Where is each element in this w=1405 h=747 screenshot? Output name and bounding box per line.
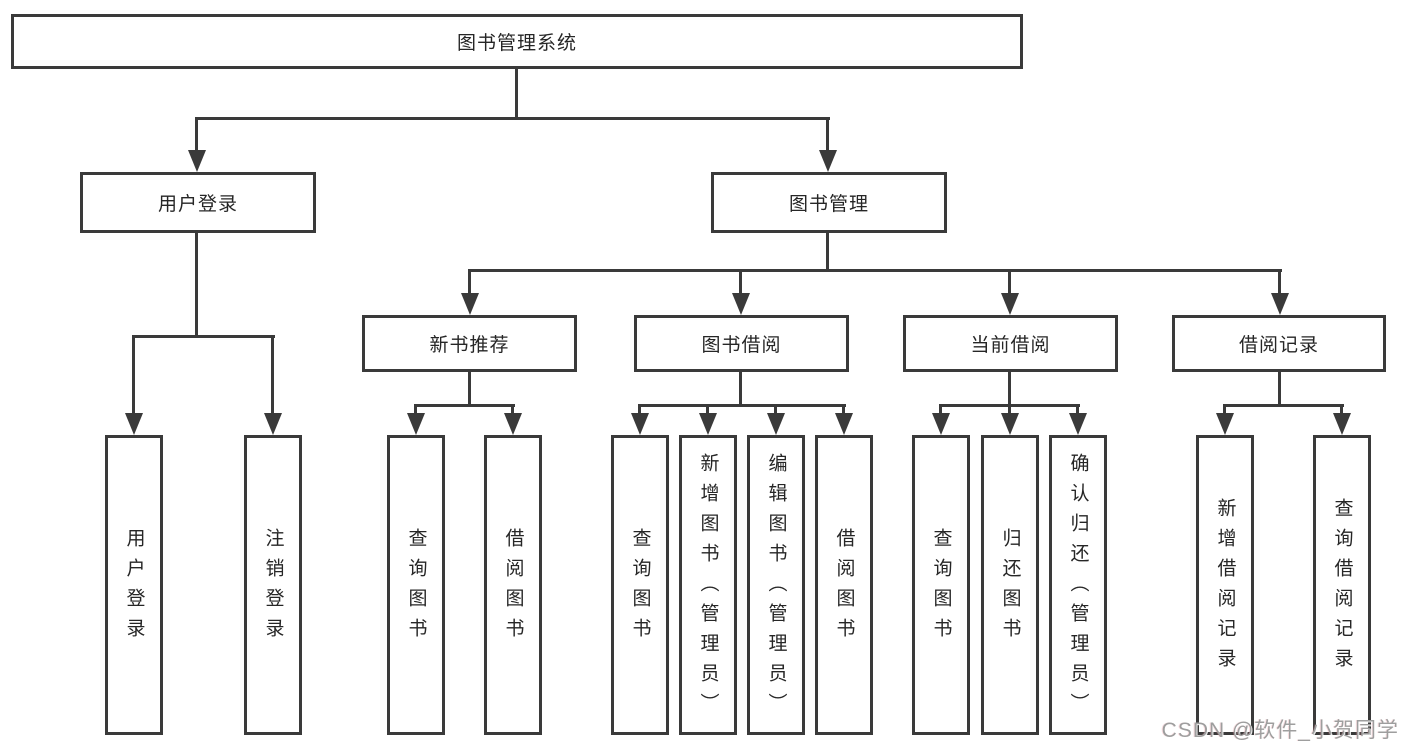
leaf-logout-label: 注销登录 [262,528,284,648]
arrow-down-icon [1069,413,1087,435]
leaf-user-login: 用户登录 [105,435,163,735]
leaf-cb-query-books: 查询图书 [912,435,970,735]
connector-vline [706,404,709,416]
node-current-borrow-label: 当前借阅 [970,335,1051,356]
leaf-cb-return-books-label: 归还图书 [999,528,1021,648]
connector-vline [1076,404,1079,416]
node-new-book-rec-label: 新书推荐 [429,335,510,356]
connector-hline [638,404,846,407]
connector-vline [271,335,274,415]
node-book-mgmt-label: 图书管理 [788,194,869,215]
connector-vline [511,404,514,416]
leaf-bb-borrow-books-label: 借阅图书 [833,528,855,648]
node-borrow-record: 借阅记录 [1172,315,1386,372]
arrow-down-icon [631,413,649,435]
leaf-cb-confirm-return-label: 确认归还（管理员） [1067,453,1089,723]
arrow-down-icon [732,293,750,315]
arrow-down-icon [699,413,717,435]
connector-vline [515,67,518,119]
arrow-down-icon [407,413,425,435]
leaf-br-query-record: 查询借阅记录 [1313,435,1371,735]
node-book-borrow-label: 图书借阅 [701,335,782,356]
connector-vline [1008,269,1011,296]
leaf-nb-query-books-label: 查询图书 [405,528,427,648]
leaf-bb-query-books-label: 查询图书 [629,528,651,648]
arrow-down-icon [1001,413,1019,435]
leaf-br-add-record: 新增借阅记录 [1196,435,1254,735]
arrow-down-icon [188,150,206,172]
arrow-down-icon [1001,293,1019,315]
arrow-down-icon [932,413,950,435]
leaf-bb-query-books: 查询图书 [611,435,669,735]
leaf-br-add-record-label: 新增借阅记录 [1214,498,1236,678]
arrow-down-icon [504,413,522,435]
arrow-down-icon [1271,293,1289,315]
connector-vline [468,370,471,407]
node-user-login: 用户登录 [80,172,316,233]
connector-vline [195,231,198,337]
connector-vline [826,117,829,153]
node-book-borrow: 图书借阅 [634,315,849,372]
node-new-book-rec: 新书推荐 [362,315,577,372]
leaf-nb-borrow-books: 借阅图书 [484,435,542,735]
connector-hline [468,269,1282,272]
connector-vline [1340,404,1343,416]
connector-vline [739,370,742,407]
leaf-bb-edit-books: 编辑图书（管理员） [747,435,805,735]
leaf-br-query-record-label: 查询借阅记录 [1331,498,1353,678]
leaf-bb-add-books: 新增图书（管理员） [679,435,737,735]
node-borrow-record-label: 借阅记录 [1238,335,1319,356]
arrow-down-icon [264,413,282,435]
connector-vline [414,404,417,416]
connector-vline [842,404,845,416]
node-root: 图书管理系统 [11,14,1023,69]
leaf-cb-query-books-label: 查询图书 [930,528,952,648]
arrow-down-icon [835,413,853,435]
connector-vline [132,335,135,415]
leaf-nb-borrow-books-label: 借阅图书 [502,528,524,648]
leaf-bb-edit-books-label: 编辑图书（管理员） [765,453,787,723]
node-user-login-label: 用户登录 [157,194,238,215]
leaf-logout: 注销登录 [244,435,302,735]
leaf-cb-return-books: 归还图书 [981,435,1039,735]
leaf-bb-borrow-books: 借阅图书 [815,435,873,735]
arrow-down-icon [819,150,837,172]
connector-vline [1008,404,1011,416]
connector-vline [826,231,829,272]
connector-hline [195,117,830,120]
connector-vline [1278,370,1281,407]
connector-vline [638,404,641,416]
connector-vline [939,404,942,416]
connector-vline [1278,269,1281,296]
connector-vline [1008,370,1011,407]
connector-hline [132,335,275,338]
leaf-nb-query-books: 查询图书 [387,435,445,735]
arrow-down-icon [767,413,785,435]
connector-vline [195,117,198,153]
arrow-down-icon [1333,413,1351,435]
connector-vline [1223,404,1226,416]
connector-hline [1223,404,1344,407]
arrow-down-icon [125,413,143,435]
connector-vline [468,269,471,296]
leaf-cb-confirm-return: 确认归还（管理员） [1049,435,1107,735]
watermark: CSDN @软件_小贺同学 [1161,719,1399,742]
leaf-bb-add-books-label: 新增图书（管理员） [697,453,719,723]
connector-vline [774,404,777,416]
arrow-down-icon [461,293,479,315]
leaf-user-login-label: 用户登录 [123,528,145,648]
connector-hline [414,404,515,407]
connector-vline [739,269,742,296]
node-current-borrow: 当前借阅 [903,315,1118,372]
node-book-mgmt: 图书管理 [711,172,947,233]
arrow-down-icon [1216,413,1234,435]
node-root-label: 图书管理系统 [456,33,577,54]
